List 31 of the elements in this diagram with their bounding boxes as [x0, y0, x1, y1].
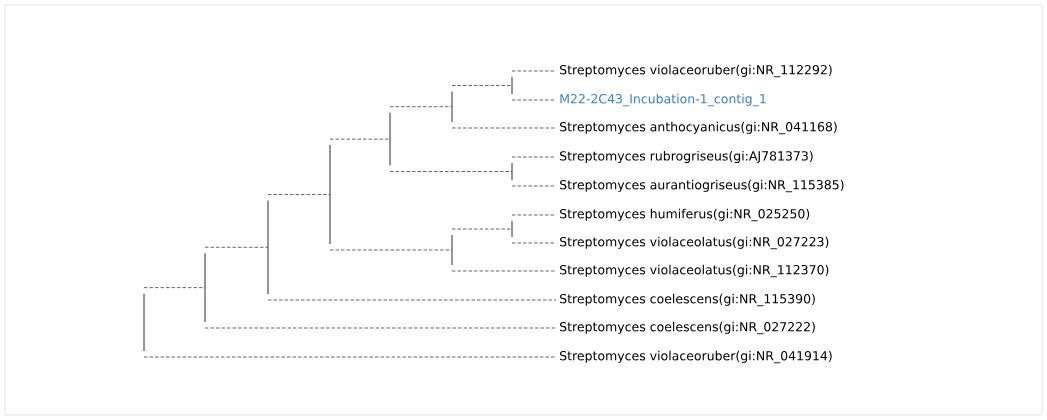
taxon-label: M22-2C43_Incubation-1_contig_1: [560, 93, 766, 107]
branch-line: [267, 194, 331, 195]
taxon-label: Streptomyces aurantiogriseus(gi:NR_115385): [560, 179, 844, 193]
branch-line: [511, 242, 557, 244]
branch-line: [511, 156, 557, 158]
branch-line: [451, 127, 557, 129]
taxon-label: Streptomyces violaceolatus(gi:NR_112370): [560, 264, 829, 278]
branch-line: [389, 171, 513, 172]
taxon-label: Streptomyces violaceoruber(gi:NR_041914): [560, 350, 832, 364]
taxon-label: Streptomyces humiferus(gi:NR_025250): [560, 208, 810, 222]
branch-line: [511, 185, 557, 187]
branch-line: [511, 99, 557, 101]
branch-line: [143, 356, 557, 358]
branch-line: [451, 270, 557, 272]
branch-line: [329, 249, 453, 251]
taxon-label: Streptomyces anthocyanicus(gi:NR_041168): [560, 121, 837, 135]
branch-line: [267, 299, 557, 301]
branch-line: [511, 70, 557, 72]
branch-line: [511, 214, 557, 216]
branch-line: [329, 138, 391, 140]
branch-line: [451, 228, 513, 230]
branch-line: [389, 106, 453, 108]
taxon-label: Streptomyces coelescens(gi:NR_115390): [560, 293, 815, 307]
branch-line: [204, 246, 269, 248]
taxon-label: Streptomyces violaceoruber(gi:NR_112292): [560, 64, 832, 78]
taxon-label: Streptomyces coelescens(gi:NR_027222): [560, 321, 815, 335]
taxon-label: Streptomyces rubrogriseus(gi:AJ781373): [560, 150, 813, 164]
taxon-label: Streptomyces violaceolatus(gi:NR_027223): [560, 236, 829, 250]
branch-line: [204, 327, 557, 329]
branch-line: [143, 287, 206, 289]
branch-line: [451, 85, 513, 86]
